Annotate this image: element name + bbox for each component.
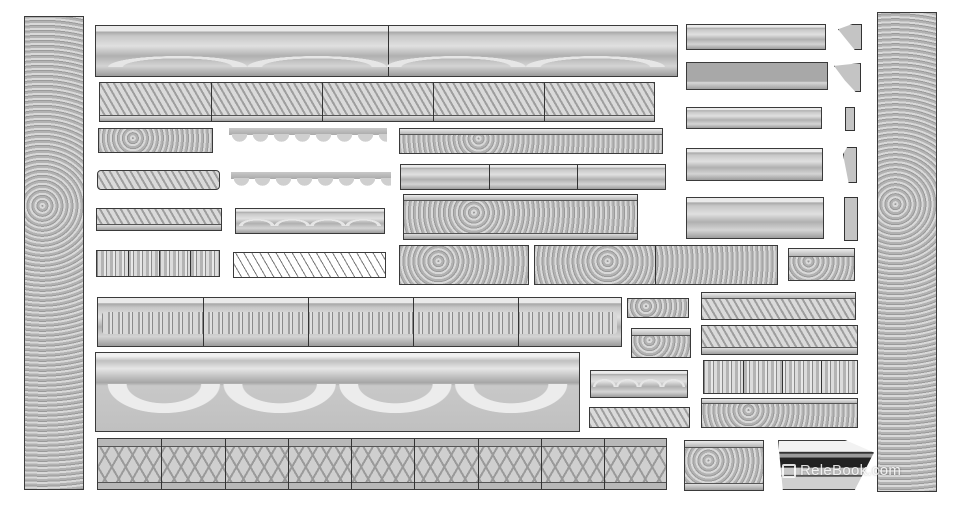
egg-and-dart-cornice <box>97 297 622 347</box>
bead-leaf-trim <box>96 208 222 231</box>
crown-1-profile <box>838 24 862 50</box>
plain-crown-1 <box>686 24 826 50</box>
casing-1-profile <box>845 107 855 131</box>
floral-strip <box>627 298 689 318</box>
twisted-rope-trim <box>97 170 220 190</box>
anthemion-frieze <box>97 438 667 490</box>
crown-2-profile <box>834 63 861 92</box>
relebook-logo-icon <box>782 464 796 478</box>
left-vine-panel <box>24 16 84 490</box>
casing-3-profile <box>844 197 858 241</box>
dentil-rosette-frieze <box>399 128 663 154</box>
urn-frieze-small <box>788 248 855 281</box>
swag-rosette-trim <box>231 172 391 194</box>
chevron-fluted-trim <box>233 252 386 278</box>
fluted-panel-frieze <box>703 360 858 394</box>
swag-cornice <box>95 352 580 432</box>
watermark: ReleBook.com <box>782 462 901 479</box>
ribbon-strip <box>589 407 690 428</box>
oval-leaf-frieze <box>701 292 856 320</box>
small-leaf-trim <box>98 128 213 153</box>
scroll-block <box>684 440 764 491</box>
leaf-bead-frieze <box>701 325 858 355</box>
plain-casing-1 <box>686 107 822 129</box>
casing-2-profile <box>843 147 857 183</box>
ornamental-fascia <box>400 164 666 190</box>
scroll-panel-2 <box>534 245 778 285</box>
plain-casing-3 <box>686 197 824 239</box>
fluted-trim <box>96 250 220 277</box>
baroque-scroll-frieze <box>403 194 638 240</box>
urn-strip <box>631 328 691 358</box>
scalloped-lambrequin <box>229 128 387 156</box>
garland-strip <box>590 370 688 398</box>
watermark-text: ReleBook.com <box>800 462 902 479</box>
urn-medallion-frieze <box>701 398 858 428</box>
plain-crown-2 <box>686 62 828 90</box>
acanthus-crown-cornice <box>95 25 678 77</box>
garland-fascia <box>235 208 385 234</box>
scroll-panel-1 <box>399 245 529 285</box>
plain-casing-2 <box>686 148 823 181</box>
right-vine-panel <box>877 12 937 492</box>
acanthus-leaf-frieze <box>99 82 655 122</box>
